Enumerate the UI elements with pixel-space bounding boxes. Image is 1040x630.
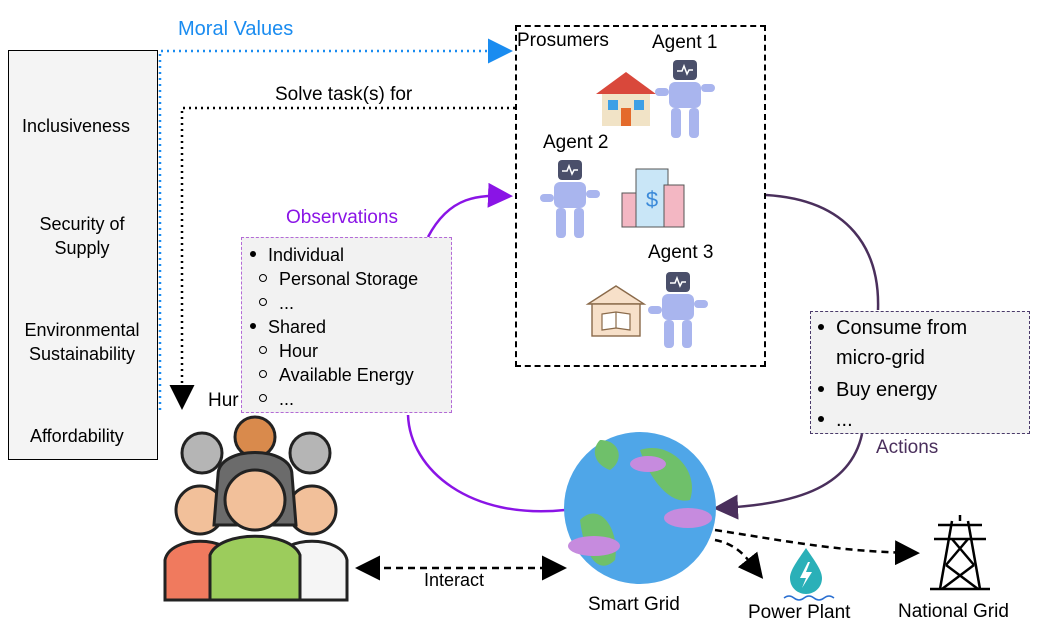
value-label-inclusiveness: Inclusiveness (22, 116, 131, 136)
actions-arrow (718, 193, 880, 508)
action-item: Consume from (818, 317, 967, 340)
prosumers-title: Prosumers (517, 30, 609, 51)
power-plant-label: Power Plant (748, 602, 851, 623)
svg-text:$: $ (646, 187, 658, 212)
agent-2-label: Agent 2 (543, 132, 609, 153)
solve-tasks-label: Solve task(s) for (275, 84, 413, 105)
observations-label: Observations (286, 207, 398, 228)
observations-box (241, 237, 452, 413)
to-national-grid-arrow (714, 528, 920, 566)
action-item: Buy energy (818, 379, 937, 402)
humans-label: Hur (208, 390, 239, 411)
national-grid-label: National Grid (898, 601, 1009, 622)
moral-values-label: Moral Values (178, 18, 294, 40)
value-label-environmental-sustainability: Environmental Sustainability (24, 320, 140, 364)
moral-values-panel (8, 50, 158, 460)
humans-icon (163, 415, 349, 602)
building-icon: $ (621, 168, 685, 228)
prosumers-box (515, 25, 766, 367)
obs-group-individual: Individual (250, 245, 344, 266)
action-item-continued: micro-grid (836, 347, 925, 369)
agent-1-label: Agent 1 (652, 32, 718, 53)
robot-icon (648, 272, 708, 348)
library-icon (585, 285, 647, 337)
observations-arrow (406, 196, 566, 513)
obs-group-shared: Shared (250, 317, 326, 338)
action-item: ... (818, 409, 853, 432)
smart-grid-label: Smart Grid (588, 594, 680, 615)
interact-label: Interact (424, 570, 485, 590)
actions-box (810, 311, 1030, 434)
value-label-security-of-supply: Security of Supply (39, 214, 125, 258)
to-power-plant-arrow (714, 538, 764, 579)
globe-icon (564, 432, 716, 584)
value-label-affordability: Affordability (30, 426, 124, 446)
power-plant-icon (783, 548, 835, 601)
house-icon (596, 72, 656, 126)
robot-icon (655, 60, 715, 138)
obs-item: Hour (259, 341, 318, 362)
robot-icon (540, 160, 600, 238)
pylon-icon (930, 515, 990, 591)
obs-item: ... (259, 293, 294, 314)
actions-label: Actions (876, 437, 939, 458)
obs-item: Available Energy (259, 365, 414, 386)
agent-3-label: Agent 3 (648, 242, 714, 263)
obs-item: ... (259, 389, 294, 410)
obs-item: Personal Storage (259, 269, 418, 290)
